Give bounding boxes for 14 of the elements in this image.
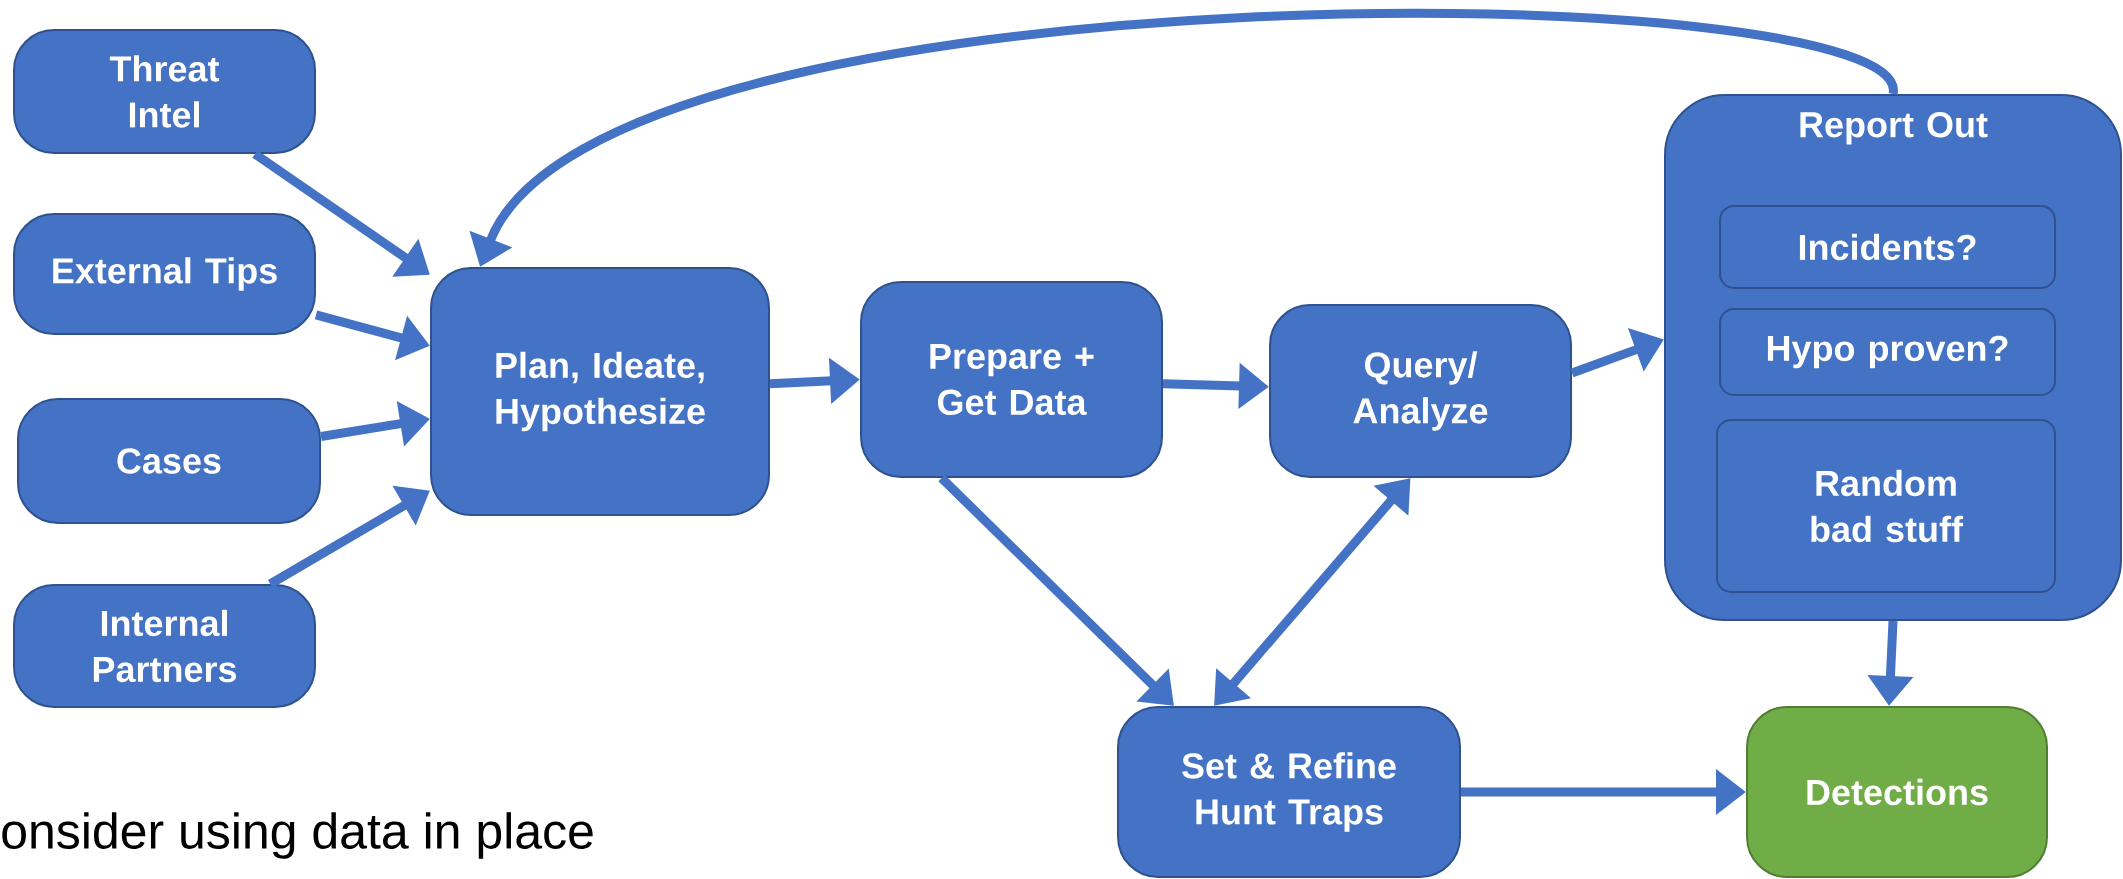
sub-box: Hypo proven? [1719,308,2056,396]
sub-box: Incidents? [1719,205,2056,289]
process-box: Threat Intel [13,29,316,154]
process-box: External Tips [13,213,316,335]
process-box: Plan, Ideate, Hypothesize [430,267,770,516]
note-text: onsider using data in place [2,812,593,859]
output-box: Detections [1746,706,2048,878]
process-box: Prepare + Get Data [860,281,1163,478]
process-box: Query/ Analyze [1269,304,1572,478]
arrow [938,474,1174,706]
process-box: Cases [17,398,321,524]
process-box: Set & Refine Hunt Traps [1117,706,1461,878]
process-box: Internal Partners [13,584,316,708]
sub-box: Random bad stuff [1716,419,2056,593]
